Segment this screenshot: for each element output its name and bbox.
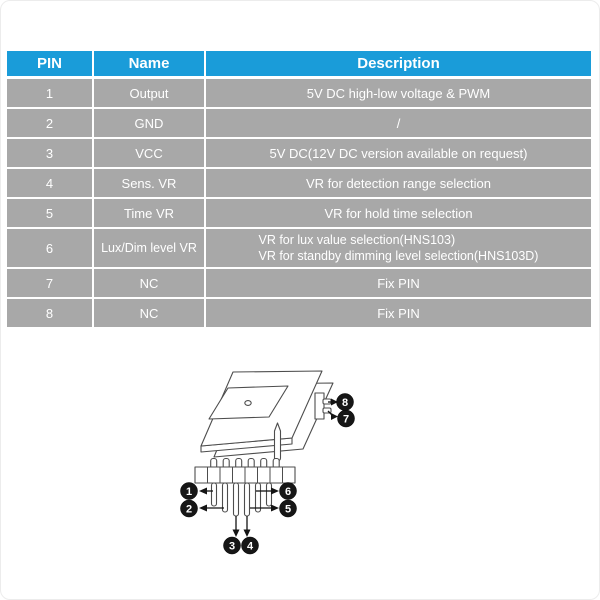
table-row: 8 NC Fix PIN: [7, 299, 591, 327]
name-cell: GND: [94, 109, 204, 137]
arrow-to-4-icon: [243, 529, 251, 537]
header-label: Name: [128, 55, 170, 72]
table-row: 6 Lux/Dim level VR VR for lux value sele…: [7, 229, 591, 267]
pin-cell: 5: [7, 199, 92, 227]
pin-3: [232, 482, 240, 517]
table-row: 1 Output 5V DC high-low voltage & PWM: [7, 79, 591, 107]
name-cell: VCC: [94, 139, 204, 167]
name-cell: Time VR: [94, 199, 204, 227]
long-pins: [210, 482, 273, 517]
pin-1: [210, 482, 218, 507]
header-label: Description: [357, 55, 440, 72]
arrow-to-5-icon: [271, 504, 279, 512]
callout-4: 4: [241, 536, 259, 555]
side-tab: [314, 392, 325, 420]
desc-cell: /: [206, 109, 591, 137]
table-row: 4 Sens. VR VR for detection range select…: [7, 169, 591, 197]
callout-5-label: 5: [285, 504, 291, 516]
desc-cell: 5V DC(12V DC version available on reques…: [206, 139, 591, 167]
vertical-component: [273, 422, 282, 462]
name-cell: NC: [94, 269, 204, 297]
name-cell: Lux/Dim level VR: [94, 229, 204, 267]
callout-3-label: 3: [229, 541, 235, 553]
arrow-to-3-icon: [232, 529, 240, 537]
pin-header: [194, 466, 296, 484]
callout-8: 8: [336, 393, 354, 411]
pin-cell: 8: [7, 299, 92, 327]
pin-cell: 1: [7, 79, 92, 107]
pin-cell: 2: [7, 109, 92, 137]
table-header-row: PIN Name Description: [7, 51, 591, 76]
header-cell-pin: PIN: [7, 51, 92, 76]
table-row: 7 NC Fix PIN: [7, 269, 591, 297]
callout-8-label: 8: [342, 397, 348, 409]
table-row: 5 Time VR VR for hold time selection: [7, 199, 591, 227]
desc-line-2: VR for standby dimming level selection(H…: [258, 249, 539, 263]
callout-2-label: 2: [186, 504, 192, 516]
name-cell: Sens. VR: [94, 169, 204, 197]
arrow-to-8-icon: [331, 398, 338, 406]
arrow-to-2-icon: [199, 504, 207, 512]
callout-6: 6: [279, 482, 297, 500]
table-row: 2 GND /: [7, 109, 591, 137]
desc-cell: Fix PIN: [206, 299, 591, 327]
arrow-to-7-icon: [331, 413, 338, 420]
pin-table: PIN Name Description 1 Output 5V DC high…: [7, 51, 591, 329]
desc-cell: VR for lux value selection(HNS103) VR fo…: [206, 229, 591, 267]
table-row: 3 VCC 5V DC(12V DC version available on …: [7, 139, 591, 167]
lens-hole-icon: [244, 400, 252, 406]
desc-line-1: VR for lux value selection(HNS103): [258, 232, 456, 247]
arrow-to-1-icon: [199, 487, 207, 495]
desc-lines: VR for lux value selection(HNS103) VR fo…: [259, 232, 539, 265]
header-cell-name: Name: [94, 51, 204, 76]
callout-7-label: 7: [343, 414, 349, 426]
header-label: PIN: [36, 55, 62, 72]
callout-6-label: 6: [285, 486, 291, 498]
callout-2: 2: [180, 499, 198, 518]
desc-cell: Fix PIN: [206, 269, 591, 297]
pin-6: [265, 482, 273, 507]
name-cell: NC: [94, 299, 204, 327]
pin-cell: 6: [7, 229, 92, 267]
callout-5: 5: [279, 499, 297, 518]
desc-cell: VR for detection range selection: [206, 169, 591, 197]
pin-cell: 3: [7, 139, 92, 167]
callout-arrows: [199, 398, 338, 537]
arrow-to-6-icon: [271, 487, 279, 495]
name-cell: Output: [94, 79, 204, 107]
callout-1-label: 1: [186, 486, 192, 498]
pin-4: [243, 482, 251, 517]
pin-cell: 4: [7, 169, 92, 197]
desc-cell: VR for hold time selection: [206, 199, 591, 227]
callout-3: 3: [223, 536, 241, 555]
pin-cell: 7: [7, 269, 92, 297]
desc-cell: 5V DC high-low voltage & PWM: [206, 79, 591, 107]
header-cell-description: Description: [206, 51, 591, 76]
callout-1: 1: [180, 482, 198, 500]
callout-4-label: 4: [247, 541, 254, 553]
callout-7: 7: [337, 409, 355, 428]
